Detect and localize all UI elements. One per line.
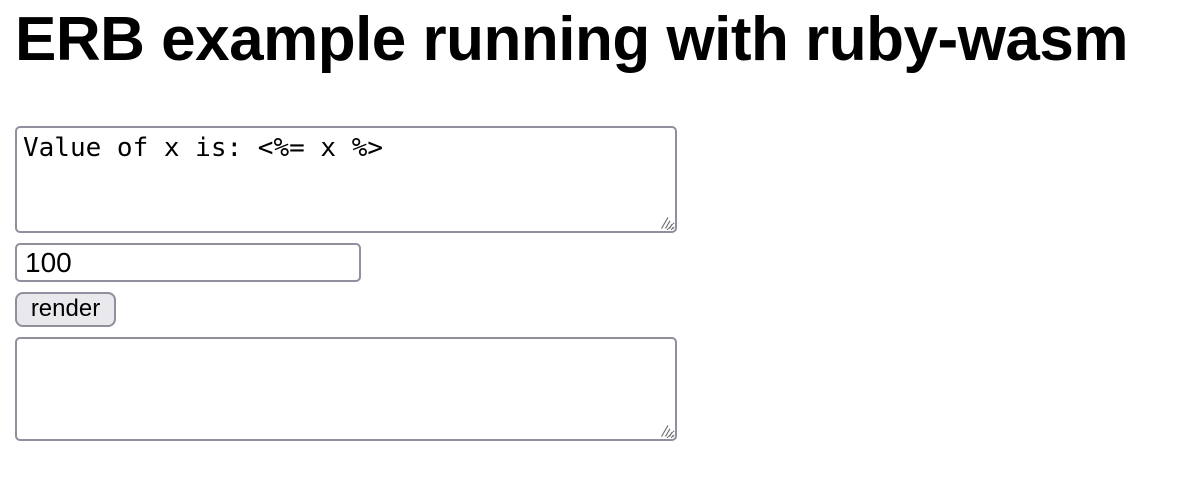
render-button[interactable]: render — [15, 292, 116, 327]
erb-template-textarea[interactable]: Value of x is: <%= x %> — [15, 126, 677, 233]
output-container — [15, 337, 677, 441]
erb-example-page: ERB example running with ruby-wasm Value… — [0, 4, 1200, 441]
render-button-row: render — [15, 292, 1200, 327]
x-input-row — [15, 243, 1200, 282]
output-textarea[interactable] — [15, 337, 677, 441]
x-value-input[interactable] — [15, 243, 361, 282]
page-title: ERB example running with ruby-wasm — [15, 5, 1128, 74]
template-editor-container: Value of x is: <%= x %> — [15, 126, 677, 233]
